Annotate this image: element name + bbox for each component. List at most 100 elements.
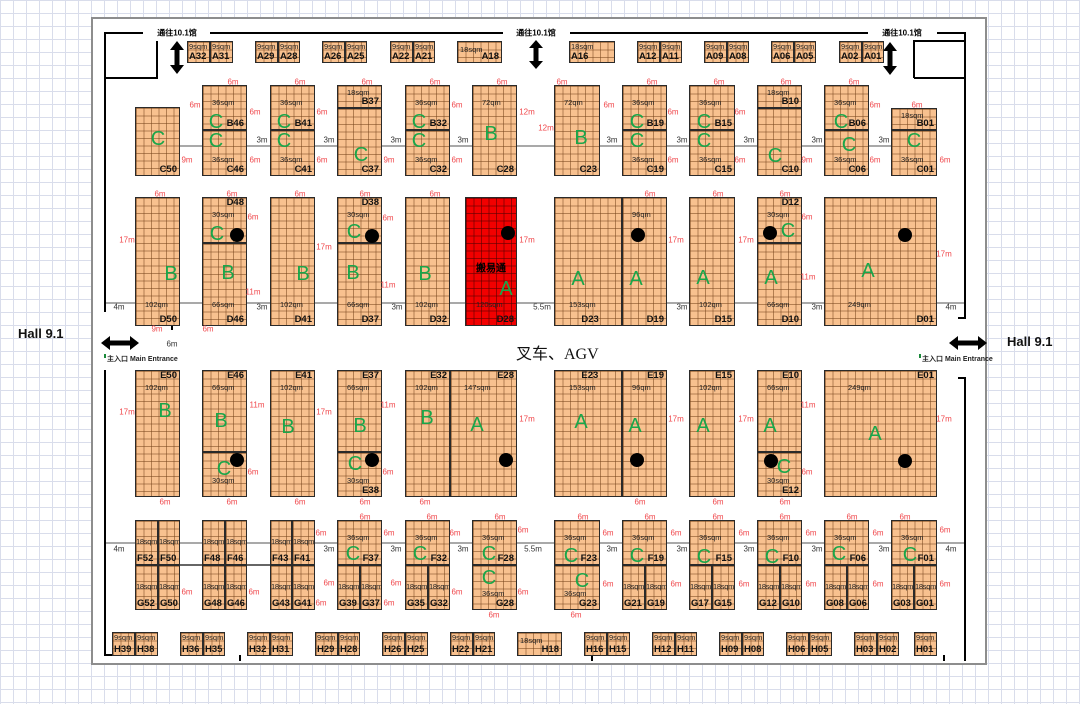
zone-letter: A <box>629 268 643 290</box>
booth-id: H15 <box>609 644 627 655</box>
booth-area: 102qm <box>280 383 303 392</box>
booth-id: H32 <box>249 644 267 655</box>
dimension-label: 11m <box>245 287 261 297</box>
booth-id: E37 <box>362 370 379 381</box>
booth-id: G50 <box>160 598 178 609</box>
marker-dot-icon <box>501 226 515 240</box>
booth-id: F50 <box>160 553 177 564</box>
zone-letter: C <box>767 145 783 167</box>
dimension-label: 4m <box>113 544 125 554</box>
booth-id: C06 <box>848 164 866 175</box>
dimension-label: 17m <box>519 235 535 245</box>
zone-letter: C <box>574 570 590 592</box>
dimension-label: 6m <box>359 189 371 199</box>
zone-letter: C <box>276 130 292 152</box>
booth-id: A29 <box>257 51 275 62</box>
zone-letter: A <box>696 415 710 437</box>
booth-id: F01 <box>917 553 934 564</box>
booth-id: D19 <box>646 314 664 325</box>
booth-id: A22 <box>392 51 410 62</box>
booth-area: 9sqm <box>811 633 830 642</box>
zone-letter: C <box>347 453 363 475</box>
booth-area: 18sqm <box>713 582 735 591</box>
booth-id: H05 <box>811 644 829 655</box>
dimension-label: 6m <box>429 77 441 87</box>
booth-area: 9sqm <box>272 633 291 642</box>
booth-area: 36sqm <box>212 155 235 164</box>
main-entrance-right: 主入口 Main Entrance <box>919 354 993 364</box>
booth-area: 18sqm <box>226 582 248 591</box>
booth-id: D46 <box>226 314 244 325</box>
booth-id: A06 <box>773 51 791 62</box>
booth-id: H11 <box>677 644 694 655</box>
booth-area: 66sqm <box>212 383 235 392</box>
dimension-label: 6m <box>315 528 327 538</box>
booth-id: F43 <box>272 553 289 564</box>
dimension-label: 6m <box>779 512 791 522</box>
booth-id: A32 <box>189 51 207 62</box>
dimension-label: 3m <box>390 135 402 145</box>
booth-area: 18sqm <box>915 582 937 591</box>
zone-letter: B <box>346 262 360 284</box>
booth-id: H01 <box>916 644 934 655</box>
booth-area: 66sqm <box>767 300 790 309</box>
dimension-label: 6m <box>451 155 463 165</box>
dimension-label: 17m <box>738 414 754 424</box>
booth-area: 102qm <box>415 383 438 392</box>
dimension-label: 4m <box>113 302 125 312</box>
dimension-label: 6m <box>738 579 750 589</box>
booth-id: A26 <box>324 51 342 62</box>
booth-area: 9sqm <box>249 633 268 642</box>
booth-area: 9sqm <box>182 633 201 642</box>
booth-id: C28 <box>496 164 514 175</box>
dimension-label: 6m <box>670 579 682 589</box>
dimension-label: 3m <box>676 302 688 312</box>
booth-area: 30sqm <box>767 210 790 219</box>
booth-area: 9sqm <box>407 633 426 642</box>
booth-area: 30sqm <box>212 476 235 485</box>
zone-letter: B <box>353 415 367 437</box>
dimension-label: 6m <box>911 100 923 110</box>
vertical-double-arrow-icon <box>529 40 543 69</box>
dimension-label: 6m <box>738 528 750 538</box>
dimension-label: 6m <box>315 598 327 608</box>
marker-dot-icon <box>365 229 379 243</box>
booth-area: 30sqm <box>347 476 370 485</box>
zone-letter: C <box>906 130 922 152</box>
booth-area: 30sqm <box>212 210 235 219</box>
booth-id: E01 <box>917 370 934 381</box>
dimension-label: 3m <box>676 544 688 554</box>
booth-area: 9sqm <box>392 42 411 51</box>
dimension-label: 17m <box>519 414 535 424</box>
booth-area: 18sqm <box>646 582 668 591</box>
booth-area: 9sqm <box>415 42 434 51</box>
booth-id: D12 <box>781 197 799 208</box>
booth-id: F48 <box>204 553 221 564</box>
dimension-label: 6m <box>227 77 239 87</box>
booth-area: 18sqm <box>226 537 248 546</box>
booth-id: B10 <box>781 96 799 107</box>
dimension-label: 6m <box>667 155 679 165</box>
booth-area: 102qm <box>699 300 722 309</box>
aisle-label: 叉车、AGV <box>516 346 599 363</box>
dimension-label: 6m <box>899 512 911 522</box>
